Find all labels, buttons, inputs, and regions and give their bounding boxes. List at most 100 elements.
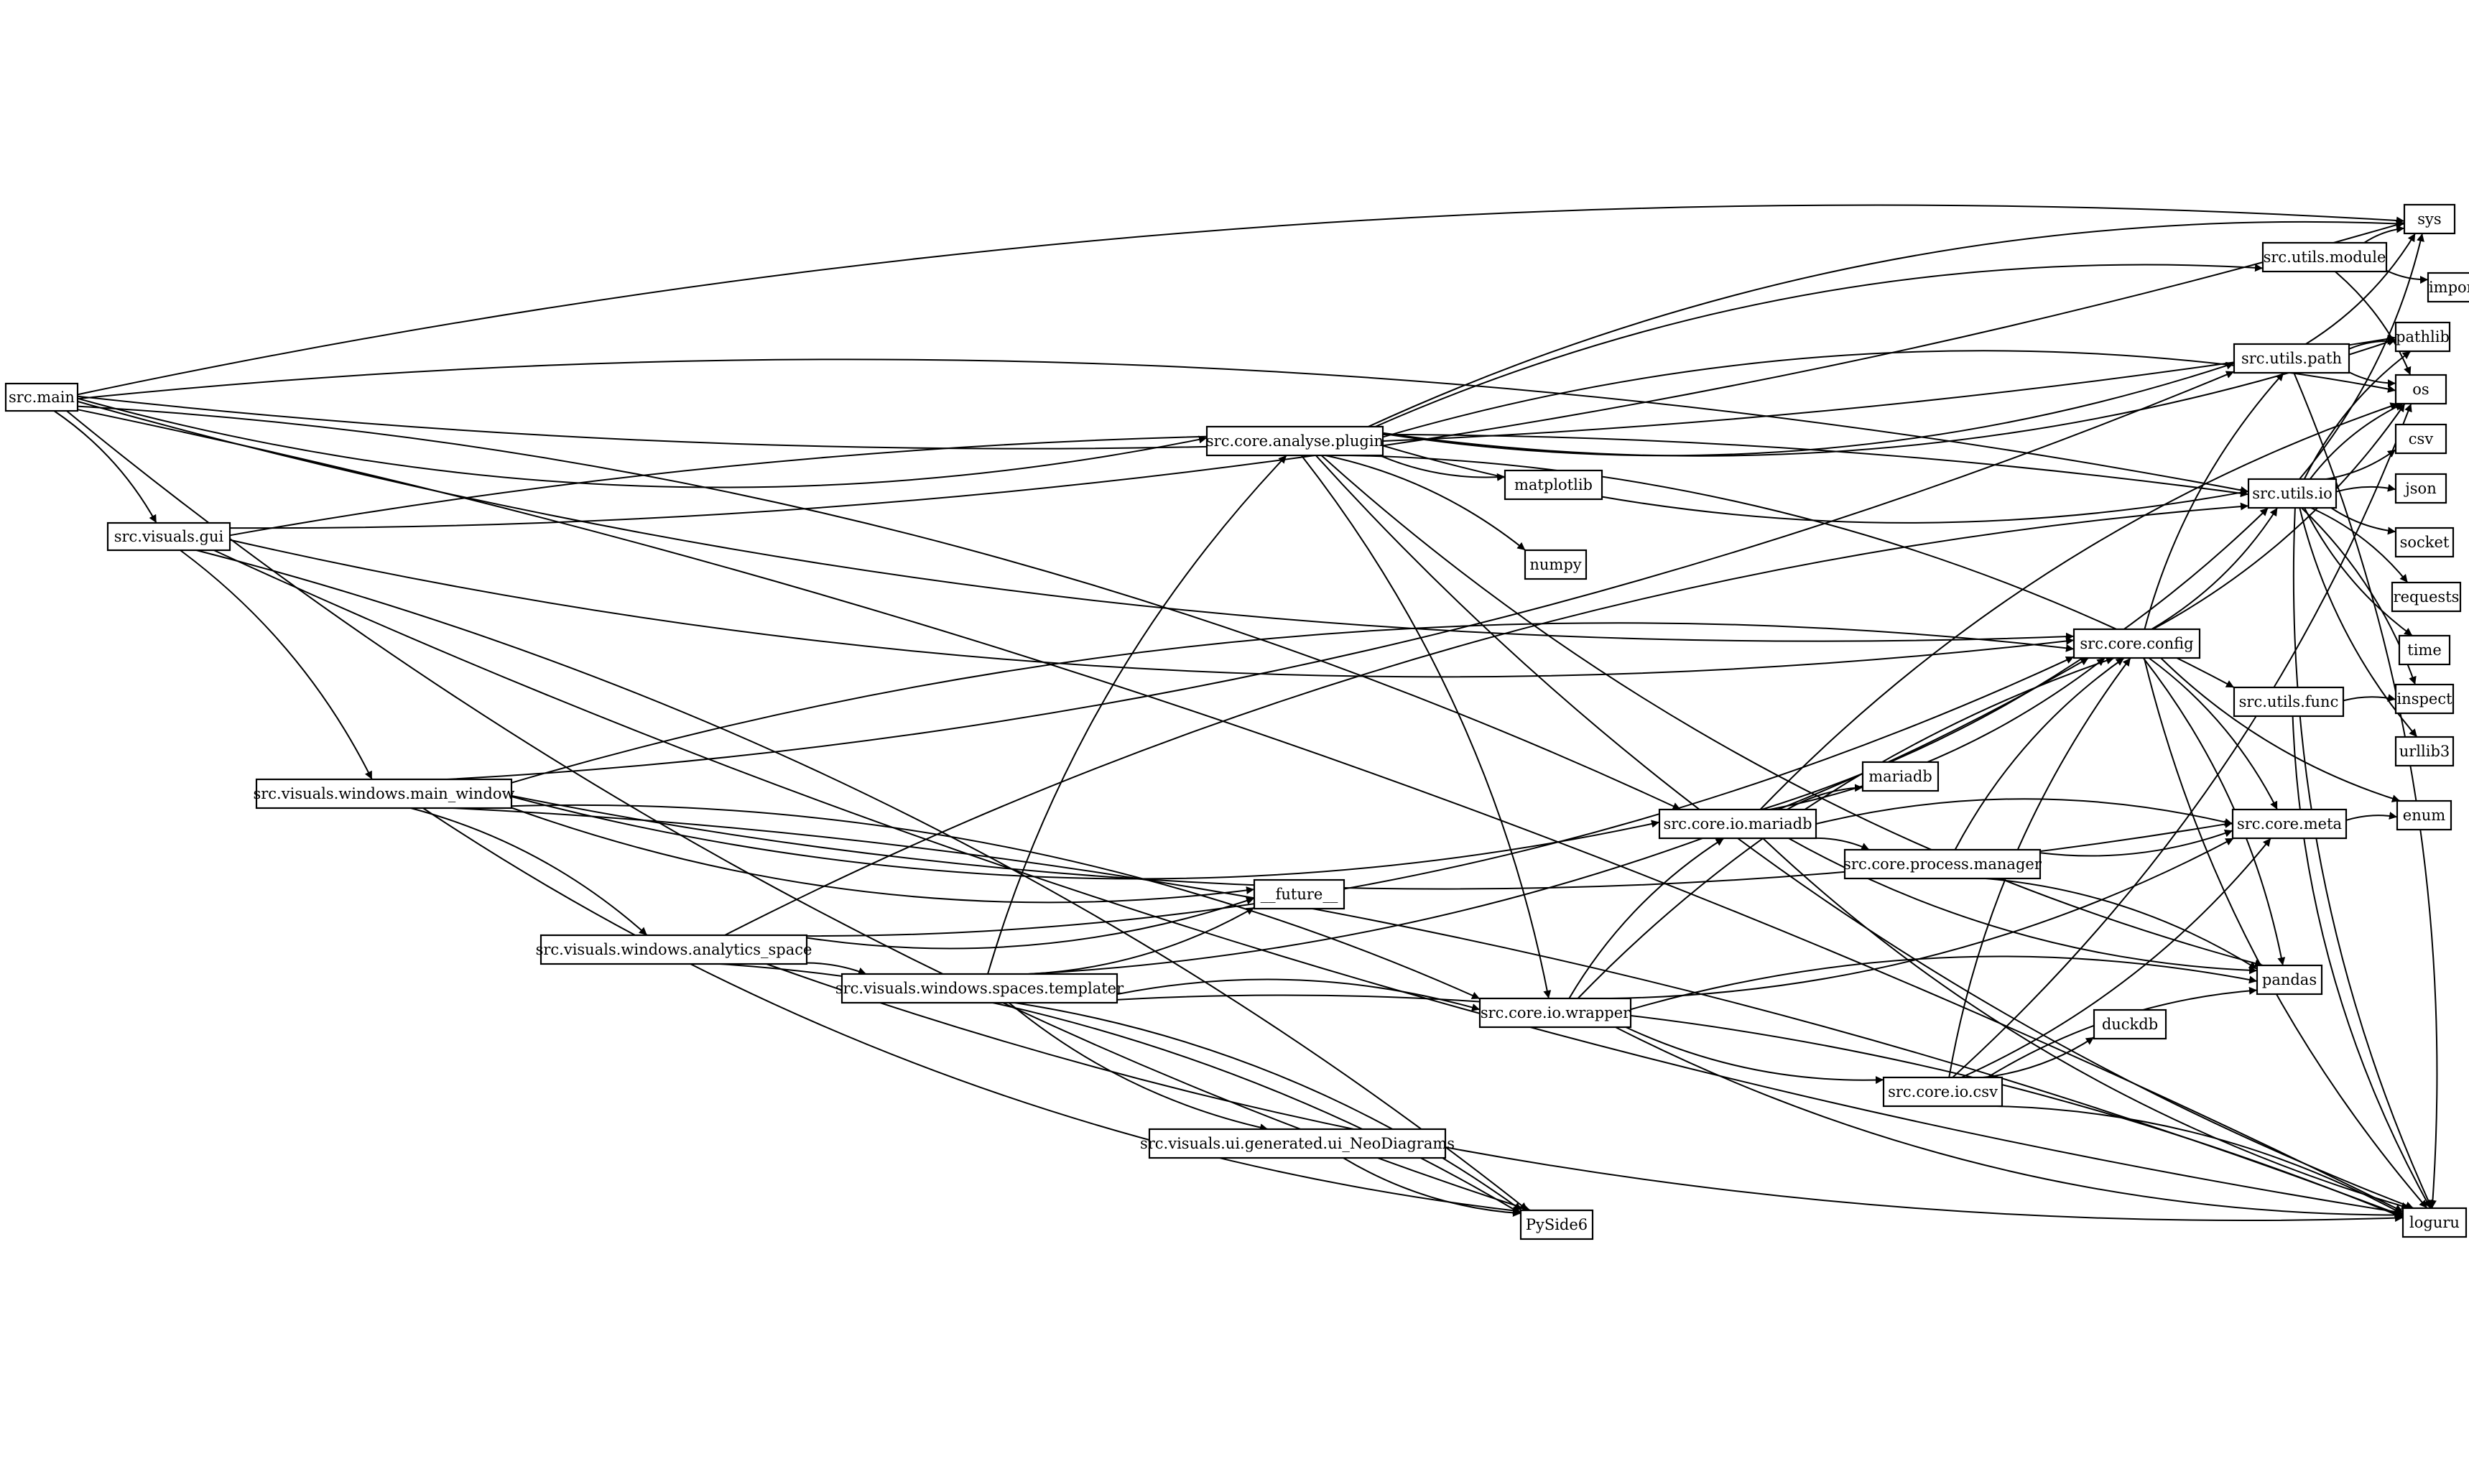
edge-src-utils-io-to-socket xyxy=(2330,507,2396,535)
edge-src-core-analyse-plugin-to-src-utils-path xyxy=(1382,361,2235,457)
node-box xyxy=(1205,425,1384,457)
edge-src-core-analyse-plugin-to-pathlib xyxy=(1382,338,2396,457)
edge-src-core-process-manager-to-pandas xyxy=(1985,878,2258,970)
node-layer: src.mainsrc.visuals.guisrc.visuals.windo… xyxy=(4,203,2469,1240)
edge-src-core-io-wrapper-to-loguru xyxy=(1615,1026,2404,1220)
edge-src-visuals-gui-to-src-visuals-windows-main-window xyxy=(180,549,373,780)
node-label: matplotlib xyxy=(1514,476,1593,493)
edge-src-utils-func-to-inspect xyxy=(2343,694,2396,702)
node-label: src.core.io.mariadb xyxy=(1663,815,1812,833)
node-src-core-io-wrapper: src.core.io.wrapper xyxy=(1478,997,1632,1029)
node-box xyxy=(1658,808,1817,840)
edge-src-visuals-gui-to-pyside6 xyxy=(196,549,1529,1211)
edge-src-core-config-to-loguru xyxy=(2143,657,2428,1209)
node-box xyxy=(106,521,231,552)
node-mariadb: mariadb xyxy=(1861,761,1940,792)
edge-src-main-to-src-core-io-mariadb xyxy=(77,405,1681,810)
node-label: json xyxy=(2403,480,2436,497)
edge-src-core-config-to-enum xyxy=(2160,657,2401,802)
node-src-utils-module: src.utils.module xyxy=(2261,241,2388,273)
edge-src-utils-io-to-pathlib xyxy=(2303,351,2412,480)
edge-src-visuals-windows-analytics-space-to-pyside6 xyxy=(720,963,1521,1215)
node-label: src.visuals.windows.spaces.templater xyxy=(835,980,1124,997)
edge-src-visuals-windows-analytics-space-to-src-core-config xyxy=(742,656,2075,937)
edge-src-core-process-manager-to-src-core-meta xyxy=(2039,829,2233,857)
edge-src-visuals-windows-main-window-to-src-utils-path xyxy=(447,371,2235,780)
edge-src-utils-path-to-os xyxy=(2348,371,2396,388)
node-inspect: inspect xyxy=(2394,683,2455,715)
edge-layer xyxy=(53,204,2438,1223)
edge-src-utils-io-to-time xyxy=(2304,507,2413,636)
node-box xyxy=(2394,736,2455,767)
node-label: src.utils.path xyxy=(2241,350,2342,367)
edge-src-core-analyse-plugin-to-src-utils-module xyxy=(1375,264,2264,427)
edge-src-utils-io-to-os xyxy=(2309,403,2404,480)
edge-src-visuals-windows-spaces-templater-to-pyside6 xyxy=(1014,1002,1522,1211)
edge-src-visuals-windows-spaces-templater-to-src-core-analyse-plugin xyxy=(987,455,1287,975)
node-label: mariadb xyxy=(1868,768,1932,785)
edge-src-core-config-to-src-utils-io xyxy=(2151,507,2279,630)
edge-src-visuals-windows-spaces-templater-to-src-core-config xyxy=(1027,657,2089,975)
node-label: PySide6 xyxy=(1526,1216,1588,1233)
node-enum: enum xyxy=(2396,799,2452,831)
node-label: enum xyxy=(2403,807,2445,824)
node-box xyxy=(4,382,79,412)
node-importlib: importlib xyxy=(2427,272,2469,303)
node-label: sys xyxy=(2417,210,2441,228)
edge-src-utils-io-to-csv xyxy=(2325,449,2396,480)
node-label: inspect xyxy=(2396,690,2452,708)
node-src-visuals-windows-main-window: src.visuals.windows.main_window xyxy=(253,778,515,810)
node-label: pathlib xyxy=(2396,328,2450,346)
edge-src-visuals-windows-main-window-to-src-core-config xyxy=(511,622,2075,784)
node-box xyxy=(2231,808,2348,840)
node-box xyxy=(2403,203,2456,235)
edge-src-core-io-wrapper-to-src-core-meta xyxy=(1611,838,2234,999)
edge-src-main-to-loguru xyxy=(77,409,2404,1212)
edge-src-core-config-to-os xyxy=(2152,403,2406,630)
node-src-core-io-mariadb: src.core.io.mariadb xyxy=(1658,808,1817,840)
node-label: src.visuals.gui xyxy=(114,528,224,545)
node-src-visuals-ui-generated-ui-neodiagrams: src.visuals.ui.generated.ui_NeoDiagrams xyxy=(1140,1128,1455,1159)
node-label: src.core.meta xyxy=(2237,815,2342,833)
node-box xyxy=(1478,997,1632,1029)
edge-src-utils-func-to-loguru xyxy=(2292,715,2432,1209)
edge-src-core-io-csv-to-loguru xyxy=(1996,1105,2404,1215)
node-label: src.visuals.ui.generated.ui_NeoDiagrams xyxy=(1140,1135,1455,1152)
node-box xyxy=(2394,527,2455,558)
node-box xyxy=(1843,848,2042,880)
edge-src-core-io-csv-to-src-core-meta xyxy=(1960,838,2271,1078)
edge-src-utils-module-to-sys xyxy=(2363,225,2405,244)
edge-src-core-analyse-plugin-to-src-core-io-wrapper xyxy=(1300,455,1552,999)
node-box xyxy=(2427,272,2469,303)
node-label: src.core.io.csv xyxy=(1888,1083,1998,1100)
node-box xyxy=(1519,1209,1594,1240)
edge-src-core-io-wrapper-to-pandas xyxy=(1630,955,2258,1011)
node-time: time xyxy=(2398,634,2451,666)
edge-src-main-to-pyside6 xyxy=(66,410,1531,1212)
node-box xyxy=(2261,241,2388,273)
node-label: csv xyxy=(2409,430,2434,447)
node-src-visuals-windows-analytics-space: src.visuals.windows.analytics_space xyxy=(536,934,812,965)
edge-src-core-io-wrapper-to-src-core-config xyxy=(1577,657,2115,999)
edge-src-core-io-wrapper-to-src-core-io-mariadb xyxy=(1568,838,1725,999)
node-box xyxy=(1882,1076,2004,1108)
node-loguru: loguru xyxy=(2401,1207,2468,1238)
edge-src-utils-path-to-sys xyxy=(2305,233,2417,345)
node-pyside6: PySide6 xyxy=(1519,1209,1594,1240)
node-box xyxy=(2247,478,2338,509)
node-box xyxy=(2394,473,2447,504)
node-label: src.visuals.windows.analytics_space xyxy=(536,941,812,958)
node-future: __future__ xyxy=(1253,878,1345,910)
edge-src-utils-io-to-loguru xyxy=(2292,507,2433,1209)
node-box xyxy=(2233,343,2350,374)
node-box xyxy=(2256,964,2323,996)
node-label: src.visuals.windows.main_window xyxy=(253,785,514,802)
node-urllib3: urllib3 xyxy=(2394,736,2455,767)
node-label: src.core.process.manager xyxy=(1843,855,2042,873)
edge-src-core-io-csv-to-duckdb xyxy=(1982,1037,2095,1078)
node-label: urllib3 xyxy=(2399,743,2450,760)
edge-src-visuals-windows-main-window-to-loguru xyxy=(453,807,2404,1218)
node-label: src.utils.func xyxy=(2239,693,2339,710)
node-src-core-process-manager: src.core.process.manager xyxy=(1843,848,2042,880)
edge-src-visuals-windows-main-window-to-src-core-io-mariadb xyxy=(511,796,1660,880)
